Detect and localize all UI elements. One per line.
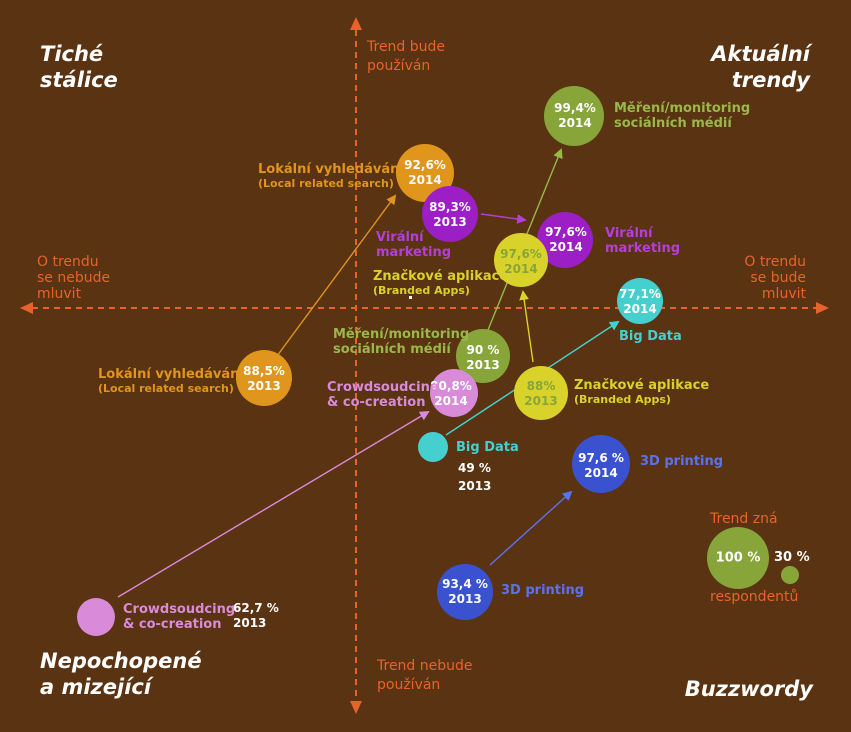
legend-title: Trend zná [710, 511, 778, 527]
value-crowd-2013: 62,7 %2013 [233, 601, 279, 630]
axis-label-left: O trendu se nebude mluvit [37, 254, 111, 302]
quadrant-bottom-right: Buzzwordy [684, 677, 813, 701]
bubble-bigdata-2013 [418, 432, 448, 462]
label-crowd-2014: Crowdsoudcing& co-creation [327, 380, 440, 410]
bubble-bigdata-2014 [617, 278, 663, 324]
bubble-viralni-2014 [537, 212, 593, 268]
arrow-viralni [480, 213, 527, 224]
bubble-lokalni-2014 [396, 144, 454, 202]
quadrant-bottom-left: Nepochopené a mizející [40, 649, 202, 699]
legend-small-value: 30 % [774, 550, 810, 565]
horizontal-axis-arrow-left [20, 302, 33, 314]
label-lokalni-2013: Lokální vyhledávání(Local related search… [98, 367, 244, 395]
axis-label-top: Trend bude používán [367, 39, 446, 74]
value-printing-2014: 97,6 %2014 [578, 451, 624, 480]
bubble-mereni-2014 [544, 86, 604, 146]
label-znackove-2014: Značkové aplikace(Branded Apps) [373, 269, 509, 297]
arrow-znackove [519, 290, 534, 363]
bubble-znackove-2013 [514, 366, 568, 420]
quadrant-top-left: Tiché stálice [40, 42, 118, 92]
axis-label-bottom: Trend nebude používán [377, 658, 473, 693]
label-znackove-2013: Značkové aplikace(Branded Apps) [574, 378, 710, 406]
value-crowd-2014: 80,8%2014 [430, 379, 472, 408]
bubble-printing-2013 [437, 564, 493, 620]
value-lokalni-2013: 88,5%2013 [243, 364, 285, 393]
bubble-crowd-2013 [77, 598, 115, 636]
value-mereni-2014: 99,4%2014 [554, 101, 596, 130]
vertical-axis-arrow-top [350, 17, 362, 30]
arrow-crowd [117, 410, 430, 598]
quadrant-top-right: Aktuální trendy [711, 42, 810, 92]
horizontal-axis-arrow-right [816, 302, 829, 314]
value-printing-2013: 93,4 %2013 [442, 577, 488, 606]
value-znackove-2013: 88%2013 [524, 379, 558, 408]
value-viralni-2014: 97,6%2014 [545, 225, 587, 254]
label-crowd-2013: Crowdsoudcing& co-creation [123, 602, 236, 632]
vertical-axis-arrow-bottom [350, 701, 362, 714]
center-dot [409, 296, 412, 299]
value-lokalni-2014: 92,6%2014 [404, 158, 446, 187]
legend-bottom: respondentů [710, 589, 799, 605]
value-bigdata-2014: 77,1%2014 [619, 287, 661, 316]
axis-label-right: O trendu se bude mluvit [744, 254, 806, 302]
label-printing-2013: 3D printing [501, 583, 585, 598]
bubble-mereni-2013 [456, 329, 510, 383]
bubble-viralni-2013 [422, 186, 478, 242]
label-lokalni-2014: Lokální vyhledávání(Local related search… [258, 162, 404, 190]
value-viralni-2013: 89,3%2013 [429, 200, 471, 229]
arrow-printing [489, 490, 573, 566]
legend-bubble-100 [707, 527, 769, 589]
legend-big-value: 100 % [715, 550, 761, 566]
bubble-znackove-2014 [494, 233, 548, 287]
arrow-lokalni [276, 194, 397, 357]
label-printing-2014: 3D printing [640, 454, 724, 469]
bubble-crowd-2014 [430, 369, 478, 417]
value-znackove-2014: 97,6%2014 [500, 247, 542, 276]
bubble-lokalni-2013 [236, 350, 292, 406]
value-mereni-2013: 90 %2013 [466, 343, 500, 372]
legend-bubble-30 [781, 566, 799, 584]
value-bigdata-2013: 49 %2013 [458, 461, 492, 493]
label-bigdata-2014: Big Data [619, 329, 682, 344]
label-bigdata-2013: Big Data [456, 440, 519, 455]
bubble-printing-2014 [572, 435, 630, 493]
